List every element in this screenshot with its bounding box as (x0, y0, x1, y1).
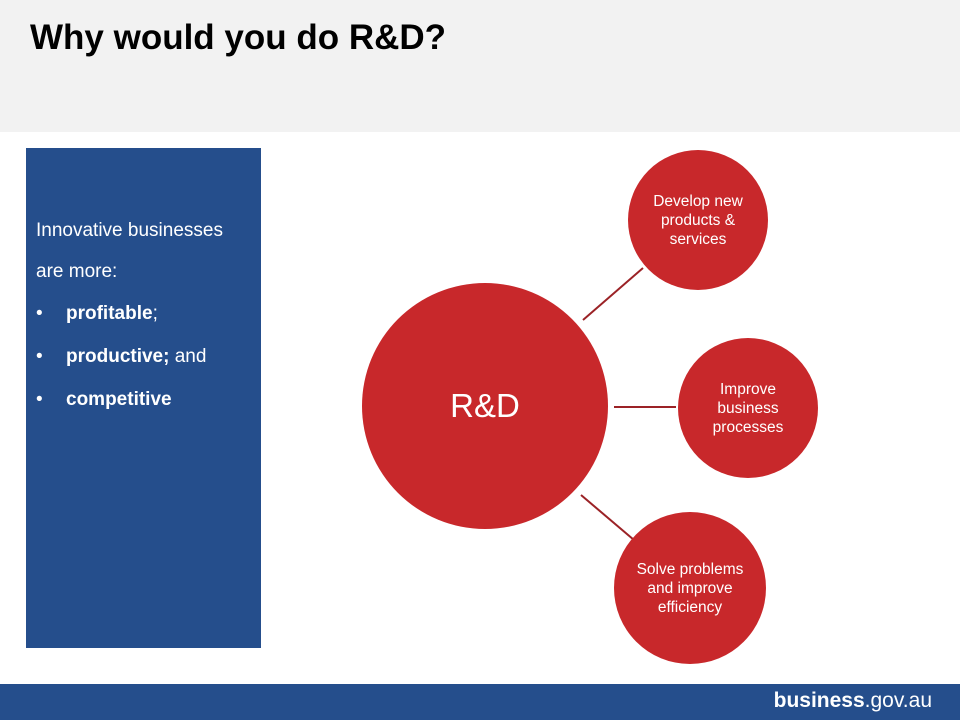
list-item: • productive; and (36, 335, 249, 378)
slide-footer: business.gov.au (0, 684, 960, 720)
node-develop-products: Develop new products & services (628, 150, 768, 290)
site-logo: business.gov.au (774, 689, 932, 713)
node-solve-problems: Solve problems and improve efficiency (614, 512, 766, 664)
benefit-list: • profitable; • productive; and • compet… (36, 292, 249, 421)
list-item: • profitable; (36, 292, 249, 335)
connector-solve (580, 494, 635, 541)
benefit-rest: and (169, 346, 207, 367)
node-improve-processes: Improve business processes (678, 338, 818, 478)
page-title: Why would you do R&D? (30, 18, 447, 57)
intro-text: Innovative businesses are more: (36, 220, 223, 282)
bullet-icon: • (36, 389, 43, 410)
list-item: • competitive (36, 378, 249, 421)
benefit-rest: ; (152, 303, 158, 324)
slide-header: Why would you do R&D? (0, 0, 960, 132)
node-label: Develop new products & services (653, 192, 743, 248)
node-label: Improve business processes (712, 380, 784, 436)
bullet-icon: • (36, 303, 43, 324)
hub-label: R&D (450, 387, 520, 424)
benefit-bold: profitable (66, 303, 153, 324)
bullet-icon: • (36, 346, 43, 367)
benefit-bold: competitive (66, 389, 172, 410)
logo-bold: business (773, 689, 865, 712)
rd-hub-circle: R&D (362, 283, 608, 529)
logo-rest: .gov.au (864, 689, 932, 712)
connector-develop (582, 267, 644, 321)
node-label: Solve problems and improve efficiency (636, 560, 744, 616)
benefit-bold: productive; (66, 346, 170, 367)
info-panel: Innovative businesses are more: • profit… (26, 148, 261, 648)
